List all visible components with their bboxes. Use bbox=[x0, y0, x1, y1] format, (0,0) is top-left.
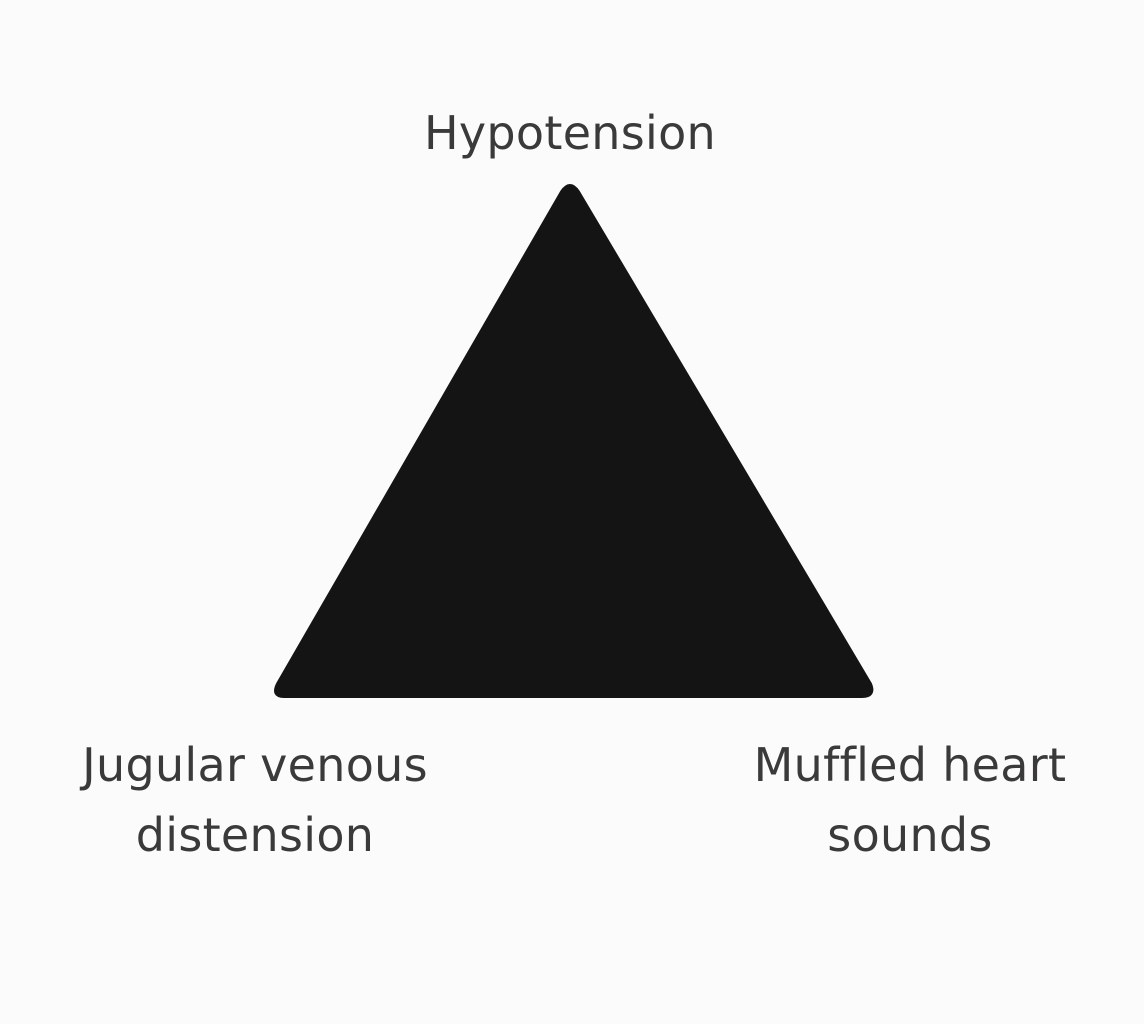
triangle-shape bbox=[274, 184, 874, 698]
muffled-heart-label-line2: sounds bbox=[827, 808, 993, 862]
jugular-venous-label-line2: distension bbox=[135, 808, 375, 862]
jugular-venous-label-line1: Jugular venous bbox=[82, 738, 428, 792]
vertex-label-top: Hypotension bbox=[370, 98, 770, 168]
vertex-label-bottom-left: Jugular venous distension bbox=[30, 730, 480, 870]
hypotension-label: Hypotension bbox=[424, 106, 716, 160]
muffled-heart-label-line1: Muffled heart bbox=[753, 738, 1067, 792]
vertex-label-bottom-right: Muffled heart sounds bbox=[690, 730, 1130, 870]
